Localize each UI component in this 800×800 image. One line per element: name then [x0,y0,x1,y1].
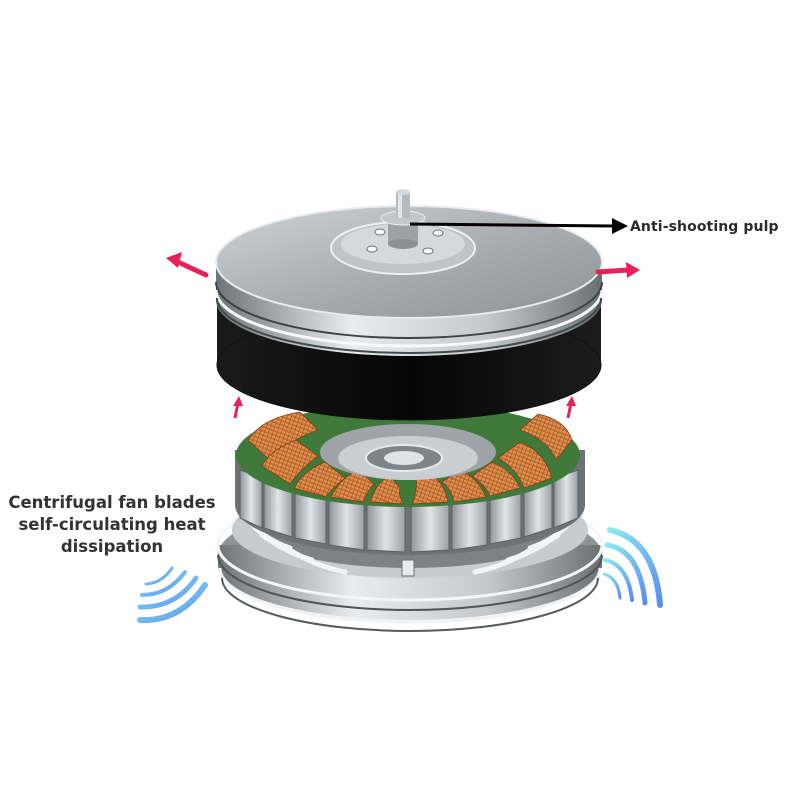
anti-shooting-pulp-label: Anti-shooting pulp [630,219,779,235]
airflow-up-arrow-right [566,396,576,419]
airflow-up-arrow-left [233,396,243,419]
heat-arrow-left [166,252,209,278]
fan-blades-label: Centrifugal fan blades self-circulating … [6,492,218,558]
airflow-wave-icon-right [602,527,663,608]
airflow-wave-icon-left [137,566,208,624]
fan-label-line-2: self-circulating heat [18,515,206,534]
callout-arrow [409,218,628,234]
stator-assembly [235,403,585,555]
fan-label-line-3: dissipation [60,537,164,556]
heat-arrow-right [595,262,640,278]
fan-label-line-1: Centrifugal fan blades [8,493,216,512]
motor-shaft [380,189,426,249]
